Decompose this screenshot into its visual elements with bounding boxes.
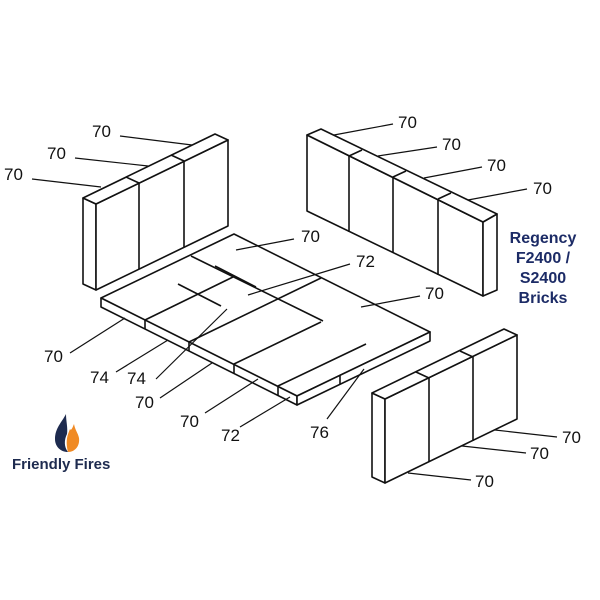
- label-floor-front-6: 72: [221, 426, 240, 445]
- label-left-wall-2: 70: [47, 144, 66, 163]
- right-wall: [371, 328, 518, 484]
- flame-icon: [55, 414, 80, 452]
- label-floor-front-5: 70: [180, 412, 199, 431]
- title-line-4: Bricks: [518, 290, 568, 307]
- title-line-2: F2400 /: [515, 250, 571, 267]
- floor: [100, 233, 431, 406]
- label-left-wall-3: 70: [4, 165, 23, 184]
- label-floor-top-1: 70: [301, 227, 320, 246]
- title-line-1: Regency: [509, 230, 577, 247]
- leader-lines: [31, 123, 558, 481]
- left-wall: [82, 133, 229, 291]
- title-line-3: S2400: [519, 270, 567, 287]
- label-floor-front-2: 74: [90, 368, 109, 387]
- label-back-wall-1: 70: [398, 113, 417, 132]
- label-back-wall-3: 70: [487, 156, 506, 175]
- label-right-wall-3: 70: [475, 472, 494, 491]
- product-title: Regency F2400 / S2400 Bricks: [498, 229, 588, 309]
- label-floor-top-3: 70: [425, 284, 444, 303]
- label-back-wall-2: 70: [442, 135, 461, 154]
- label-left-wall-1: 70: [92, 122, 111, 141]
- label-right-wall-1: 70: [562, 428, 581, 447]
- label-floor-front-4: 70: [135, 393, 154, 412]
- label-floor-front-7: 76: [310, 423, 329, 442]
- back-wall: [306, 128, 498, 297]
- label-right-wall-2: 70: [530, 444, 549, 463]
- label-floor-front-3: 74: [127, 369, 146, 388]
- part-labels: 70 70 70 70 70 70 70 70 72 70 70 74 74 7…: [4, 113, 581, 491]
- label-floor-front-1: 70: [44, 347, 63, 366]
- label-back-wall-4: 70: [533, 179, 552, 198]
- label-floor-top-2: 72: [356, 252, 375, 271]
- brand-name: Friendly Fires: [12, 456, 111, 473]
